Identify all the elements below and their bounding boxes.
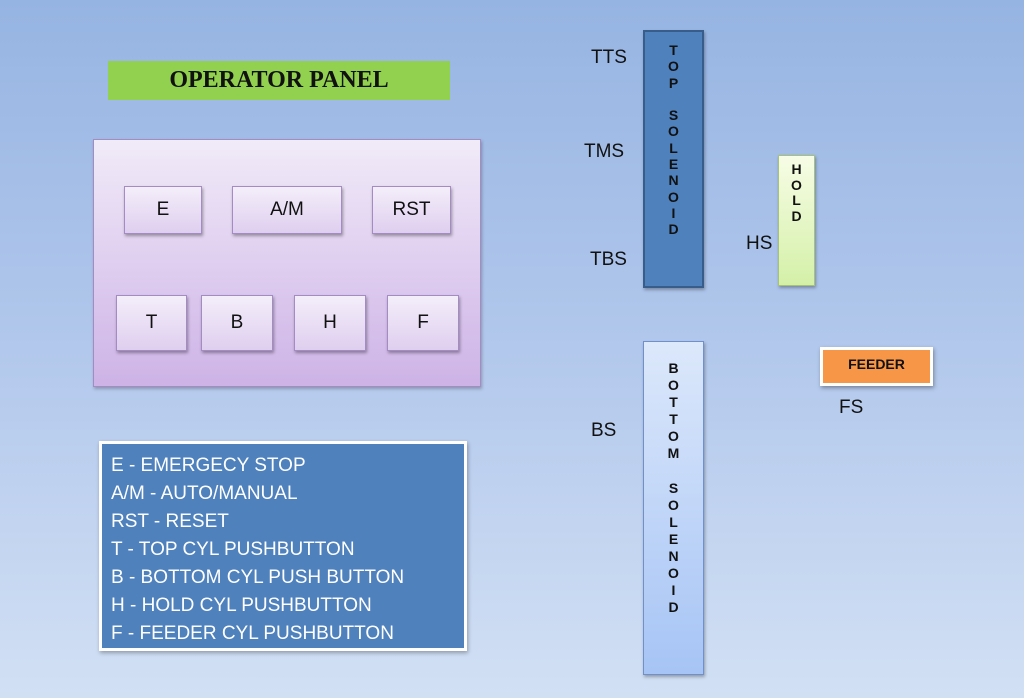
emergency-stop-button[interactable]: E	[124, 186, 202, 234]
operator-panel: E A/M RST T B H F	[93, 139, 481, 387]
solenoid-letter: O	[791, 176, 802, 193]
button-legend: E - EMERGECY STOP A/M - AUTO/MANUAL RST …	[99, 441, 467, 651]
solenoid-letter: E	[668, 530, 679, 547]
solenoid-letter: N	[668, 172, 679, 189]
solenoid-letter: E	[668, 156, 679, 173]
legend-line: A/M - AUTO/MANUAL	[111, 483, 298, 504]
tbs-label: TBS	[590, 249, 627, 270]
legend-line: RST - RESET	[111, 511, 229, 532]
solenoid-letter: T	[669, 411, 678, 428]
hold-cyl-button[interactable]: H	[294, 295, 366, 351]
tts-label: TTS	[591, 47, 627, 68]
tms-label: TMS	[584, 141, 625, 162]
legend-line: F - FEEDER CYL PUSHBUTTON	[111, 623, 394, 644]
solenoid-letter: D	[668, 599, 679, 616]
top-cyl-button[interactable]: T	[116, 295, 187, 351]
legend-line: T - TOP CYL PUSHBUTTON	[111, 539, 355, 560]
legend-line: H - HOLD CYL PUSHBUTTON	[111, 595, 372, 616]
solenoid-letter: T	[669, 394, 678, 411]
solenoid-letter: T	[669, 42, 678, 58]
feeder-block: FEEDER	[820, 347, 933, 386]
feeder-cyl-button[interactable]: F	[387, 295, 459, 351]
reset-button[interactable]: RST	[372, 186, 451, 234]
solenoid-letter: L	[669, 513, 678, 530]
solenoid-letter: O	[668, 377, 679, 394]
solenoid-letter: L	[792, 192, 801, 208]
hs-label: HS	[746, 233, 773, 254]
auto-manual-button[interactable]: A/M	[232, 186, 342, 234]
legend-line: B - BOTTOM CYL PUSH BUTTON	[111, 567, 405, 588]
fs-label: FS	[839, 397, 864, 418]
bs-label: BS	[591, 420, 617, 441]
solenoid-letter: I	[671, 582, 676, 599]
solenoid-letter: O	[668, 565, 679, 582]
solenoid-letter: O	[668, 496, 679, 513]
solenoid-letter: D	[668, 221, 679, 238]
solenoid-letter: O	[668, 123, 679, 140]
solenoid-letter: B	[668, 360, 679, 376]
solenoid-letter: N	[668, 548, 679, 565]
solenoid-letter: S	[668, 107, 679, 124]
solenoid-letter: S	[668, 479, 679, 496]
solenoid-letter: O	[668, 188, 679, 205]
legend-line: E - EMERGECY STOP	[111, 455, 306, 476]
operator-panel-title: OPERATOR PANEL	[108, 61, 450, 100]
solenoid-letter: M	[667, 445, 680, 462]
solenoid-letter: O	[668, 428, 679, 445]
solenoid-letter: L	[669, 139, 678, 156]
solenoid-letter: D	[791, 207, 802, 224]
bottom-cyl-button[interactable]: B	[201, 295, 273, 351]
solenoid-letter: O	[668, 58, 679, 75]
solenoid-letter: P	[668, 74, 679, 91]
solenoid-letter: H	[791, 161, 802, 177]
solenoid-letter: I	[671, 204, 676, 221]
